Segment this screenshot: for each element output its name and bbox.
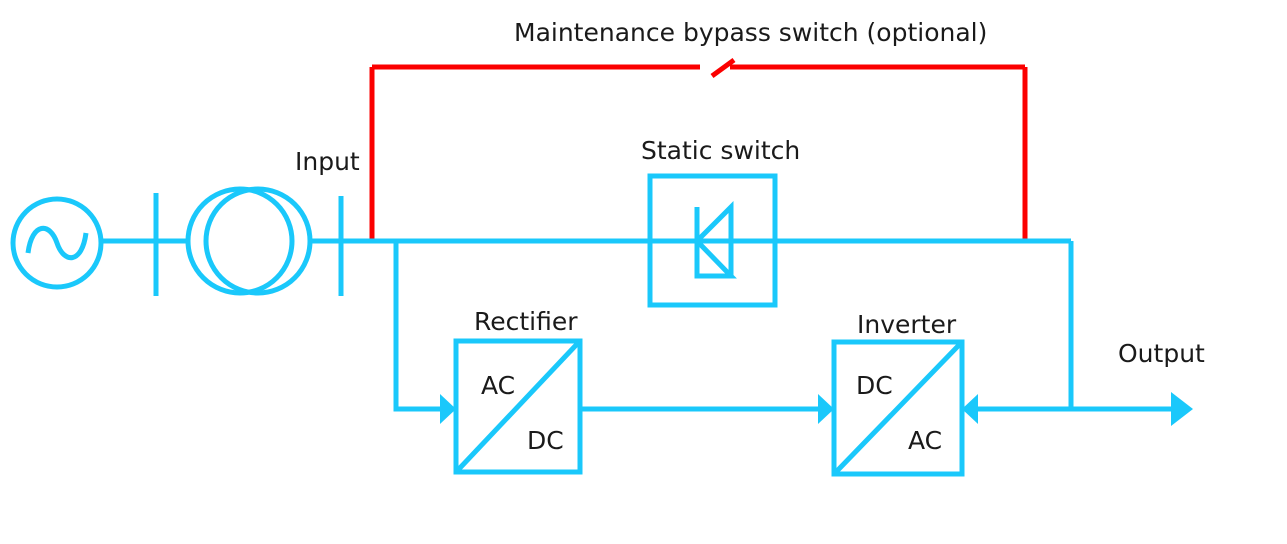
transformer-symbol (185, 186, 313, 296)
transformer-winding-primary (185, 186, 295, 296)
inverter-output-arrow-icon (962, 394, 978, 424)
input-label: Input (295, 147, 360, 176)
output-arrow-icon (1171, 392, 1193, 426)
inverter-ac-label: AC (908, 426, 942, 455)
output-path (962, 241, 1193, 426)
output-label: Output (1118, 339, 1205, 368)
rectifier-label: Rectifier (474, 307, 578, 336)
static-switch-label: Static switch (641, 136, 800, 165)
rectifier-dc-label: DC (527, 426, 564, 455)
inverter-label: Inverter (857, 310, 957, 339)
input-tap-to-rectifier-wire (393, 241, 440, 412)
inverter-box[interactable] (831, 339, 965, 477)
rectifier-input-arrow-icon (440, 394, 456, 424)
rectifier-diagonal (456, 341, 580, 472)
inverter-block[interactable] (831, 339, 965, 477)
bypass-switch-blade (710, 57, 736, 79)
inverter-input-arrow-icon (818, 394, 834, 424)
static-switch-box[interactable] (647, 173, 778, 308)
dc-link-path (580, 394, 834, 424)
static-switch-block[interactable] (647, 173, 778, 308)
maintenance-bypass-path (369, 57, 1028, 241)
thyristor-upper-triangle (690, 200, 734, 244)
bypass-switch-label: Maintenance bypass switch (optional) (514, 18, 987, 47)
rectifier-feed-path (393, 241, 456, 424)
ac-source-symbol (10, 196, 156, 290)
thyristor-lower-triangle (694, 234, 737, 279)
sine-wave-icon (25, 225, 89, 261)
inverter-diagonal (834, 342, 962, 474)
rectifier-ac-label: AC (481, 371, 515, 400)
inverter-dc-label: DC (856, 371, 893, 400)
